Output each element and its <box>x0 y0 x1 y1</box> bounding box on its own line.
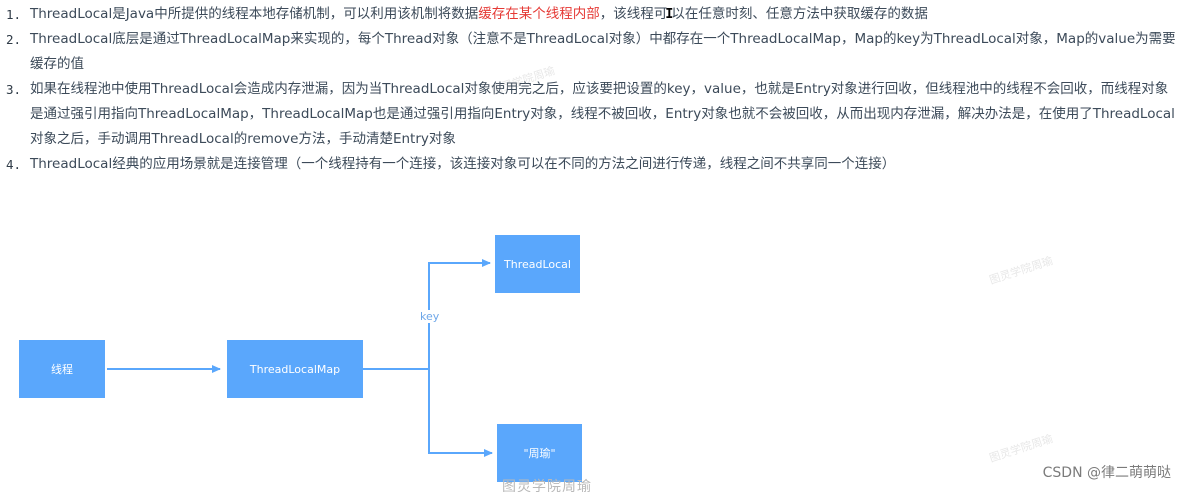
list-number: 3. <box>6 82 22 97</box>
list-text: ，该线程可 <box>599 6 668 22</box>
list-text: 以在任意时刻、任意方法中获取缓存的数据 <box>671 6 928 22</box>
list-number: 2. <box>6 32 22 47</box>
list-text: ThreadLocal底层是通过ThreadLocalMap来实现的，每个Thr… <box>30 31 1176 72</box>
threadlocal-box: ThreadLocal <box>495 235 580 293</box>
list-item: 4. ThreadLocal经典的应用场景就是连接管理（一个线程持有一个连接，该… <box>6 152 1181 177</box>
key-label: key <box>418 310 442 323</box>
csdn-credit: CSDN @律二萌萌哒 <box>1042 465 1171 481</box>
list-item: 1. ThreadLocal是Java中所提供的线程本地存储机制，可以利用该机制… <box>6 2 1181 27</box>
value-box: "周瑜" <box>497 424 582 482</box>
list-text: ThreadLocal经典的应用场景就是连接管理（一个线程持有一个连接，该连接对… <box>30 156 896 172</box>
highlight-text: 缓存在某个线程内部 <box>478 6 600 22</box>
watermark: 图灵学院周瑜 <box>502 479 592 492</box>
threadlocalmap-box: ThreadLocalMap <box>227 340 363 398</box>
list-item: 3. 如果在线程池中使用ThreadLocal会造成内存泄漏，因为当Thread… <box>6 77 1181 152</box>
notes-list: 1. ThreadLocal是Java中所提供的线程本地存储机制，可以利用该机制… <box>6 2 1181 177</box>
list-number: 1. <box>6 7 22 22</box>
list-text: ThreadLocal是Java中所提供的线程本地存储机制，可以利用该机制将数据 <box>30 6 479 22</box>
list-number: 4. <box>6 157 22 172</box>
list-text: 如果在线程池中使用ThreadLocal会造成内存泄漏，因为当ThreadLoc… <box>30 81 1175 147</box>
text-cursor-icon: I <box>665 6 674 22</box>
list-item: 2. ThreadLocal底层是通过ThreadLocalMap来实现的，每个… <box>6 27 1181 77</box>
thread-box: 线程 <box>19 340 105 398</box>
